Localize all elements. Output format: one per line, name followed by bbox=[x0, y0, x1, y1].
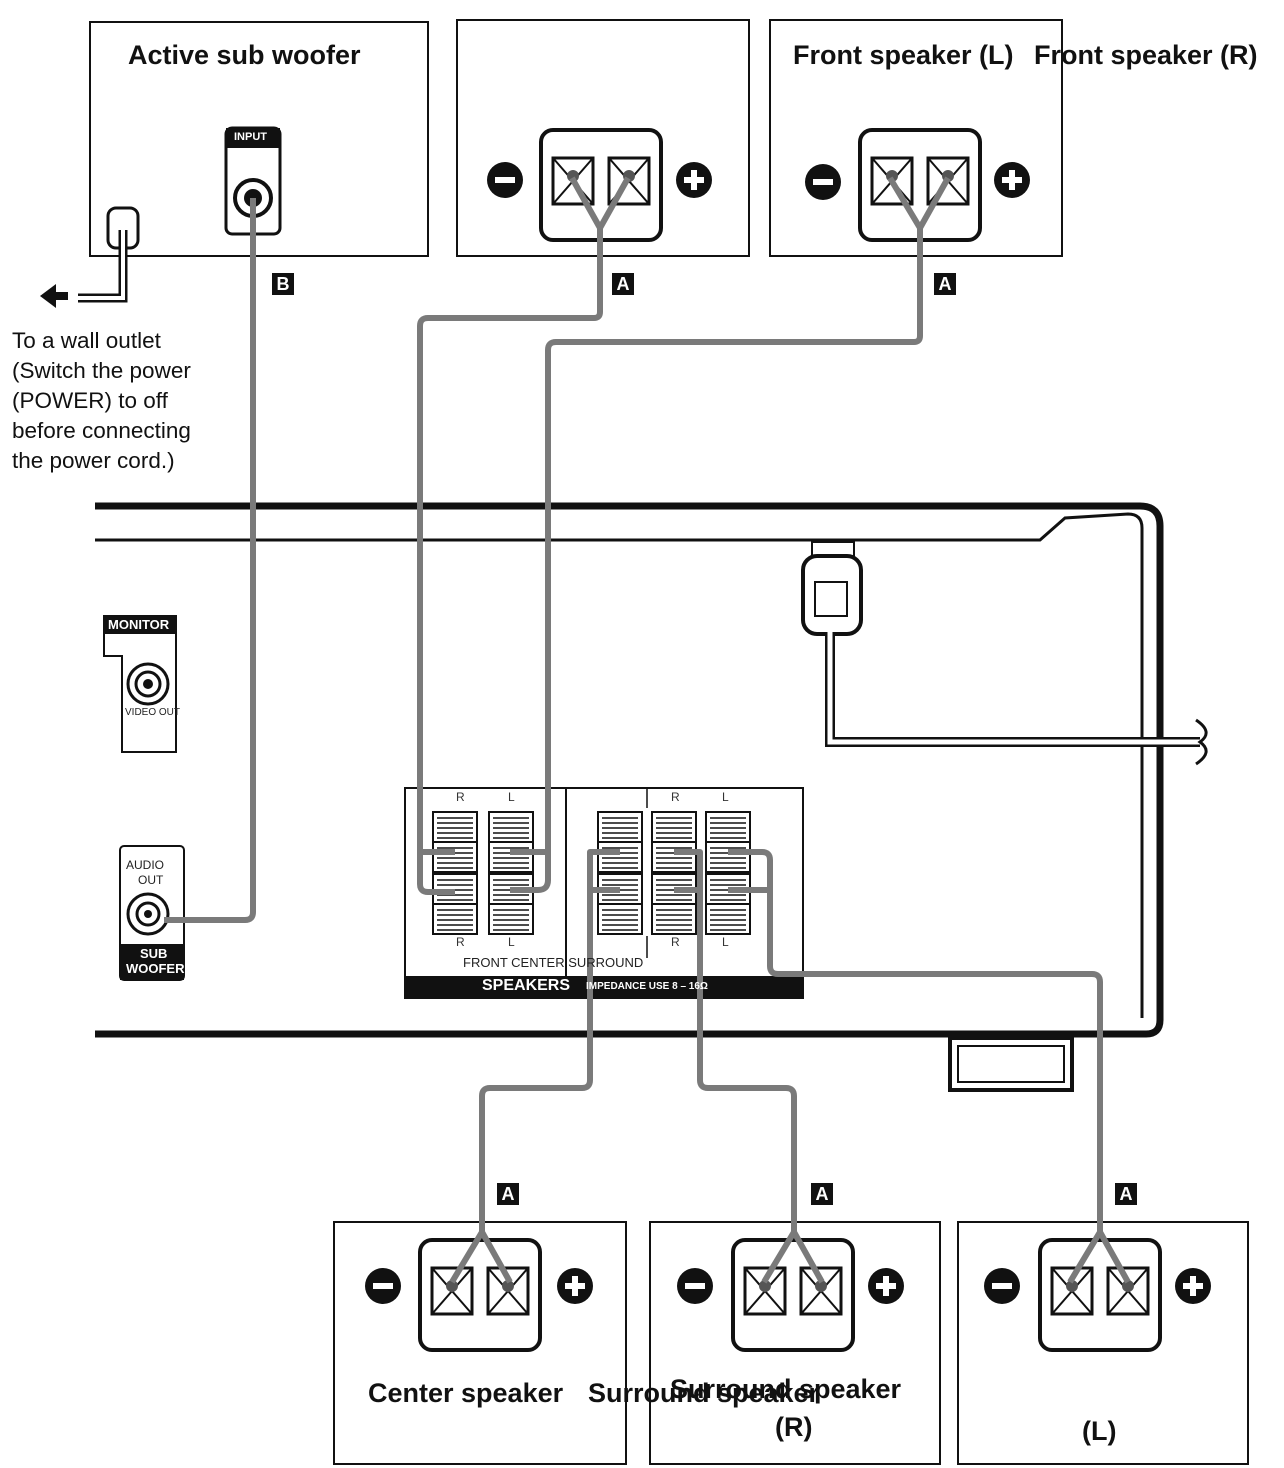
video-out-label: VIDEO OUT bbox=[125, 707, 181, 718]
cable-tag-a: A bbox=[612, 273, 634, 295]
front-l-label-bottom: L bbox=[508, 935, 515, 949]
wall-outlet-line: (POWER) to off bbox=[12, 388, 168, 413]
sub-label: SUB bbox=[140, 946, 168, 961]
cable-tag-b: B bbox=[272, 273, 294, 295]
impedance-label: IMPEDANCE USE 8 – 16Ω bbox=[586, 981, 708, 992]
speaker-cables bbox=[164, 176, 1131, 1284]
speaker-groups-label: FRONT CENTER SURROUND bbox=[463, 955, 644, 970]
front-l-label: L bbox=[508, 790, 515, 804]
wall-outlet-line: the power cord.) bbox=[12, 448, 175, 473]
front-r-label-bottom: R bbox=[456, 935, 465, 949]
audio-out-jack-icon bbox=[119, 845, 185, 981]
power-plug-icon bbox=[40, 206, 140, 308]
surround-r-label-bottom: R bbox=[671, 935, 680, 949]
wall-outlet-note: To a wall outlet (Switch the power (POWE… bbox=[12, 326, 191, 476]
ac-cord-icon bbox=[801, 541, 1208, 766]
front-left-label: Front speaker (L) bbox=[793, 40, 1014, 70]
surround-r-label: R bbox=[671, 790, 680, 804]
wall-outlet-line: before connecting bbox=[12, 418, 191, 443]
surround-l-label-bottom: L bbox=[722, 935, 729, 949]
audio-out-label-1: AUDIO bbox=[126, 858, 165, 872]
cable-tag-a: A bbox=[497, 1183, 519, 1205]
audio-out-label-2: OUT bbox=[138, 873, 164, 887]
center-label: Center speaker bbox=[368, 1378, 564, 1408]
receiver-panel bbox=[95, 502, 1164, 1092]
surround-right-side-label: (R) bbox=[775, 1412, 813, 1442]
center-surround-terminal-block bbox=[597, 811, 751, 935]
subwoofer-label: Active sub woofer bbox=[128, 40, 361, 70]
surround-l-label: L bbox=[722, 790, 729, 804]
woofer-label: WOOFER bbox=[126, 961, 185, 976]
cable-tag-a: A bbox=[934, 273, 956, 295]
speakers-title: SPEAKERS bbox=[482, 977, 571, 994]
input-jack-icon bbox=[224, 126, 282, 236]
wall-outlet-line: To a wall outlet bbox=[12, 328, 161, 353]
wall-outlet-line: (Switch the power bbox=[12, 358, 191, 383]
monitor-label: MONITOR bbox=[108, 617, 170, 632]
front-r-label: R bbox=[456, 790, 465, 804]
cable-tag-a: A bbox=[1115, 1183, 1137, 1205]
surround-right-label: Surround speaker bbox=[588, 1378, 820, 1408]
front-right-label: Front speaker (R) bbox=[1034, 40, 1258, 70]
cable-tag-a: A bbox=[811, 1183, 833, 1205]
input-jack-label: INPUT bbox=[234, 131, 267, 143]
surround-left-label: Surround speaker bbox=[670, 1374, 902, 1404]
surround-left-side-label: (L) bbox=[1082, 1416, 1117, 1446]
monitor-jack-icon bbox=[103, 615, 177, 753]
